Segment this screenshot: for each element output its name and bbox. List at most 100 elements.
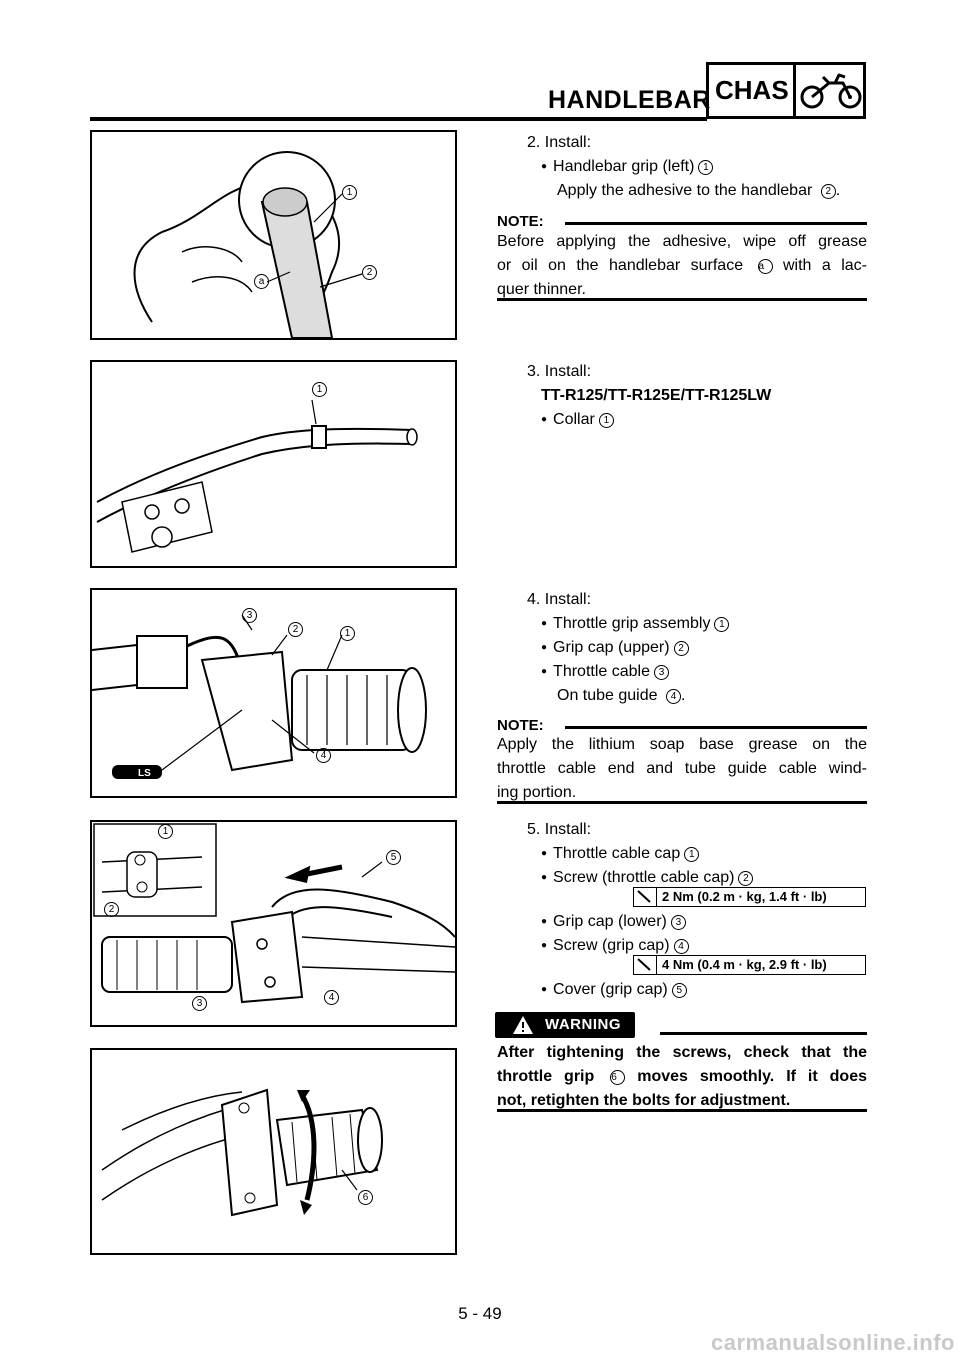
torque-spec-2: 4 Nm (0.4 m · kg, 2.9 ft · lb) [633, 955, 866, 975]
ref-marker: 1 [684, 847, 700, 862]
step5-item: Screw (throttle cable cap)2 [541, 866, 754, 892]
warning-text: After tightening the screws, check that … [497, 1041, 867, 1113]
note-text: with a lac- [782, 257, 867, 274]
note-line: or oil on the handlebar surface a with a… [497, 254, 867, 278]
figure-collar: 1 [90, 360, 457, 568]
step5-item: Screw (grip cap)4 [541, 934, 689, 960]
step5-heading: 5. Install: [527, 821, 592, 838]
figure-callout-3: 3 [242, 608, 257, 623]
torque-wrench-icon [634, 888, 657, 906]
figure-callout-6: 6 [358, 1190, 373, 1205]
step5-item-label: Grip cap (lower) [553, 913, 667, 930]
figure-callout-1: 1 [158, 824, 173, 839]
step2-heading: 2. Install: [527, 134, 592, 151]
figure-callout-3: 3 [192, 996, 207, 1011]
warning-text-part: moves smoothly. If it does [637, 1068, 868, 1085]
step4-sub: On tube guide 4. [557, 687, 686, 704]
ref-marker: 6 [610, 1070, 626, 1085]
note-line: quer thinner. [497, 281, 586, 298]
step4-item-label: Throttle cable [553, 663, 650, 680]
ref-marker: 1 [698, 160, 714, 175]
lithium-grease-symbol: LS [138, 768, 151, 779]
header-rule [90, 117, 707, 121]
ref-marker: 4 [673, 939, 689, 954]
step4-item-label: Grip cap (upper) [553, 639, 670, 656]
torque-spec-1: 2 Nm (0.2 m · kg, 1.4 ft · lb) [633, 887, 866, 907]
ref-marker: 3 [653, 665, 669, 680]
motorcycle-icon [800, 73, 862, 109]
ref-marker: a [757, 259, 773, 274]
step5-item: Cover (grip cap)5 [541, 978, 687, 1004]
page-number: 5 - 49 [458, 1304, 502, 1323]
step2-note: Before applying the adhesive, wipe off g… [497, 230, 867, 302]
section-code: CHAS [715, 75, 789, 105]
step4-item: Grip cap (upper)2 [541, 636, 689, 662]
figure-callout-a: a [254, 274, 269, 289]
ref-marker: 2 [673, 641, 689, 656]
section-divider [793, 65, 796, 116]
note-text: or oil on the handlebar surface [497, 257, 744, 274]
note-label: NOTE: [497, 717, 544, 734]
step3-item-label: Collar [553, 411, 595, 428]
figure-cable-cap: 1 2 5 3 4 [90, 820, 457, 1027]
step5-item-label: Screw (grip cap) [553, 937, 670, 954]
step3-models: TT-R125/TT-R125E/TT-R125LW [541, 387, 772, 404]
torque-value: 2 Nm (0.2 m · kg, 1.4 ft · lb) [662, 889, 827, 904]
step3-heading: 3. Install: [527, 363, 592, 380]
ref-marker: 5 [671, 983, 687, 998]
warning-rule [660, 1032, 867, 1035]
figure-throttle-grip: 3 2 1 4 LS [90, 588, 457, 798]
figure-callout-1: 1 [342, 185, 357, 200]
warning-badge: WARNING [495, 1012, 635, 1038]
figure-grip-rotation: 6 [90, 1048, 457, 1255]
step2-sub: Apply the adhesive to the handlebar 2. [557, 182, 841, 199]
warning-label: WARNING [545, 1016, 621, 1033]
figure-callout-2: 2 [104, 902, 119, 917]
warning-end-rule [497, 1109, 867, 1112]
note-rule [565, 726, 867, 729]
ref-marker: 2 [738, 871, 754, 886]
step4-note: Apply the lithium soap base grease on th… [497, 733, 867, 805]
note-end-rule [497, 801, 867, 804]
warning-icon [513, 1016, 533, 1034]
torque-value: 4 Nm (0.4 m · kg, 2.9 ft · lb) [662, 957, 827, 972]
note-line: ing portion. [497, 784, 577, 801]
warning-line: not, retighten the bolts for adjustment. [497, 1092, 791, 1109]
ref-marker: 1 [714, 617, 730, 632]
step2-item: Handlebar grip (left)1 [541, 155, 714, 181]
figure-callout-5: 5 [386, 850, 401, 865]
step2-sub-label: Apply the adhesive to the handlebar [557, 182, 813, 199]
ref-marker: 3 [670, 915, 686, 930]
warning-line: After tightening the screws, check that … [497, 1044, 867, 1061]
ref-marker: 1 [598, 413, 614, 428]
note-line: throttle cable end and tube guide cable … [497, 760, 867, 777]
page-title: HANDLEBAR [548, 86, 711, 114]
note-label: NOTE: [497, 213, 544, 230]
note-line: Apply the lithium soap base grease on th… [497, 736, 867, 753]
step5-item-label: Screw (throttle cable cap) [553, 869, 735, 886]
figure-callout-1: 1 [340, 626, 355, 641]
step4-heading: 4. Install: [527, 591, 592, 608]
warning-text-part: throttle grip [497, 1068, 595, 1085]
figure-callout-2: 2 [288, 622, 303, 637]
figure-callout-4: 4 [324, 990, 339, 1005]
note-end-rule [497, 298, 867, 301]
step4-item-label: Throttle grip assembly [553, 615, 711, 632]
note-line: Before applying the adhesive, wipe off g… [497, 233, 867, 250]
step5-item-label: Throttle cable cap [553, 845, 681, 862]
warning-line: throttle grip 6 moves smoothly. If it do… [497, 1065, 867, 1089]
figure-callout-2: 2 [362, 265, 377, 280]
section-badge: CHAS [706, 62, 866, 119]
ref-marker: 4 [665, 689, 681, 704]
step2-item-label: Handlebar grip (left) [553, 158, 695, 175]
watermark: carmanualsonline.info [711, 1330, 955, 1355]
step5-item: Grip cap (lower)3 [541, 910, 686, 936]
torque-wrench-icon [634, 956, 657, 974]
figure-callout-1: 1 [312, 382, 327, 397]
ref-marker: 2 [820, 184, 836, 199]
step5-item-label: Cover (grip cap) [553, 981, 668, 998]
